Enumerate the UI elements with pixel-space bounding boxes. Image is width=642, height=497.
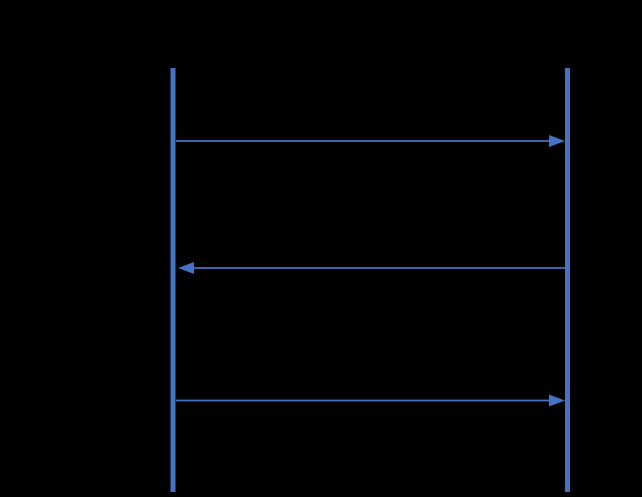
message-2-arrowhead-icon [178,262,194,274]
message-3-arrowhead-icon [549,394,565,407]
message-1-arrowhead-icon [549,135,565,147]
